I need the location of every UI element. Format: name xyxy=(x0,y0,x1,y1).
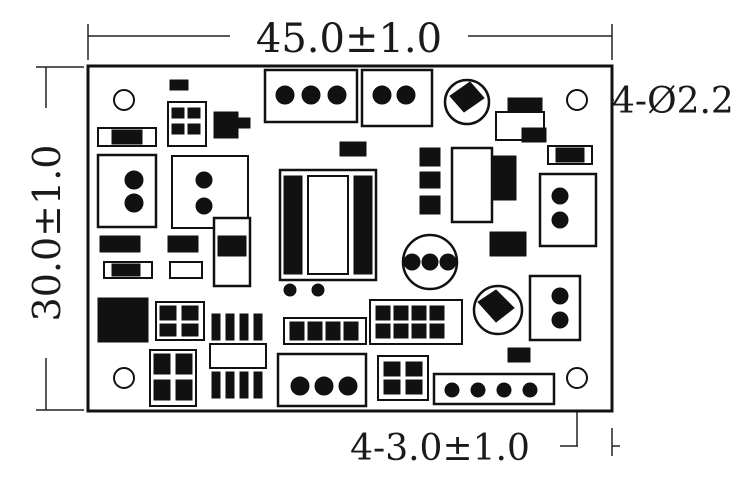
capacitor-lower-right xyxy=(528,274,582,342)
inductor xyxy=(97,297,149,343)
capacitor-center-left xyxy=(171,155,249,229)
height-dimension: 30.0±1.0 xyxy=(25,66,84,411)
pin-header xyxy=(432,372,556,406)
components xyxy=(96,68,598,408)
smd-left-mid xyxy=(99,235,141,253)
hole-callout: 4-Ø2.2 xyxy=(590,81,734,122)
height-label: 30.0±1.0 xyxy=(25,145,69,322)
capacitor-right xyxy=(538,172,598,248)
pin-callout: 4-3.0±1.0 xyxy=(350,392,620,469)
smd-top-right xyxy=(507,97,543,113)
round-capacitor-lower xyxy=(472,284,524,336)
mounting-hole-top-left xyxy=(113,89,135,111)
mounting-hole-bottom-right xyxy=(566,367,588,389)
smd-center-right xyxy=(489,231,527,257)
hole-label: 4-Ø2.2 xyxy=(612,81,734,122)
transistor xyxy=(213,111,239,139)
smd-part xyxy=(169,79,189,91)
smd-row-right xyxy=(369,299,463,345)
soic-ic xyxy=(209,313,267,399)
bottom-connector xyxy=(276,352,368,408)
capacitor-left xyxy=(96,153,158,229)
dip-ic xyxy=(278,168,378,297)
mounting-holes xyxy=(113,89,588,389)
smd-top-center xyxy=(339,141,367,157)
top-connector-right xyxy=(360,68,434,128)
voltage-regulator xyxy=(419,146,517,224)
smd-row-center xyxy=(283,317,367,345)
width-dimension: 45.0±1.0 xyxy=(87,16,613,62)
pin-label: 4-3.0±1.0 xyxy=(350,428,530,469)
mounting-hole-top-right xyxy=(566,89,588,111)
round-capacitor-top xyxy=(443,78,491,126)
mounting-hole-bottom-left xyxy=(113,367,135,389)
width-label: 45.0±1.0 xyxy=(256,16,442,62)
round-capacitor-center xyxy=(401,233,459,291)
top-connector-left xyxy=(263,68,359,124)
